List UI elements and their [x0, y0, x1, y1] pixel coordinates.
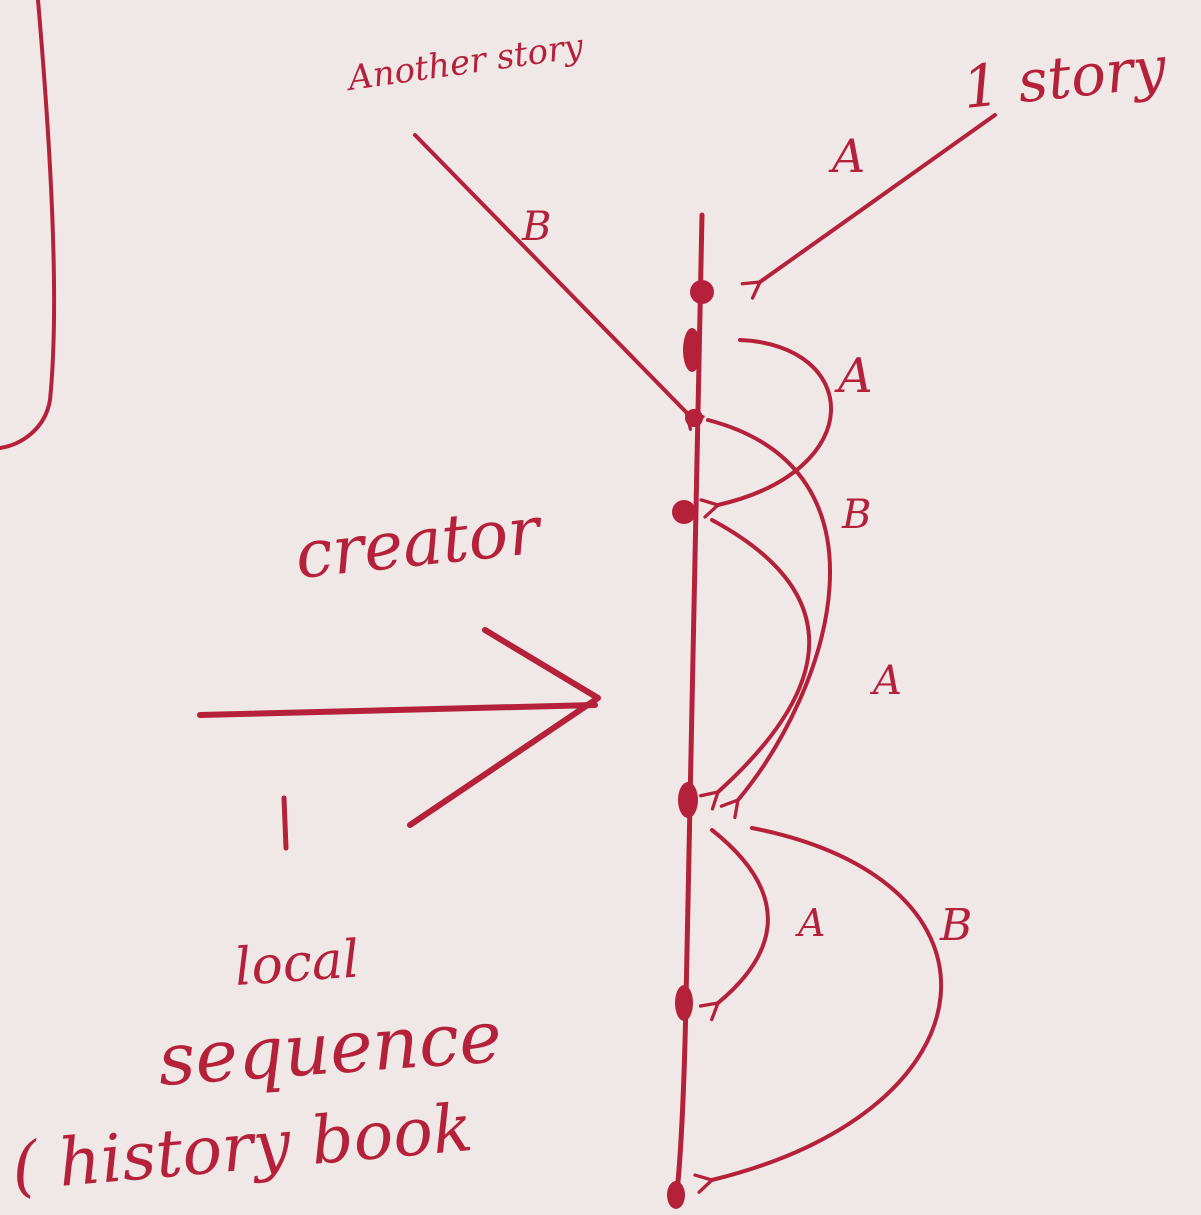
- creator-arrow-head: [407, 627, 601, 828]
- arc-a-1: [699, 338, 833, 519]
- one-story-arrow: [740, 113, 997, 300]
- event-node-1: [690, 280, 714, 304]
- one-to-one-tick: [281, 795, 289, 851]
- edge-label-b-arc2: B: [841, 492, 871, 538]
- arc-a-3: [699, 518, 812, 811]
- edge-label-a-arc1: A: [834, 348, 873, 404]
- event-node-5: [678, 782, 698, 818]
- edge-label-a-arc3: A: [869, 658, 902, 704]
- event-node-6: [675, 985, 693, 1021]
- event-node-4: [672, 500, 696, 524]
- event-node-2: [683, 328, 701, 372]
- another-story-arrow: [413, 133, 705, 431]
- sequence-label: sequence: [155, 994, 504, 1102]
- edge-label-b-arc5: B: [939, 900, 972, 951]
- another-story-label: Another story: [343, 26, 587, 99]
- creator-label: creator: [292, 491, 547, 594]
- history-book-label: ( history book: [9, 1089, 476, 1206]
- box-corner-outline: [0, 0, 57, 450]
- arc-b-5: [693, 826, 944, 1194]
- one-story-label: 1 story: [959, 33, 1170, 122]
- event-node-7: [667, 1181, 685, 1209]
- edge-label-a-top: A: [828, 129, 865, 183]
- local-label: local: [233, 929, 362, 998]
- edge-label-b-top: B: [521, 204, 551, 250]
- edge-label-a-arc4: A: [795, 901, 825, 945]
- creator-arrow-shaft: [197, 702, 598, 718]
- arc-b-2: [706, 418, 832, 820]
- arc-a-4: [698, 828, 770, 1022]
